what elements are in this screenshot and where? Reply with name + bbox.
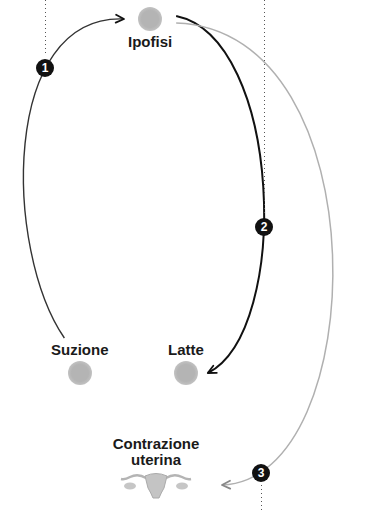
callout-number: 2: [255, 218, 273, 236]
gland-dot: [68, 361, 92, 385]
output-node: Latte: [166, 340, 206, 390]
organ-node: Contrazione uterina: [92, 434, 220, 502]
connector: [176, 16, 264, 373]
uterus-illustration: [116, 470, 196, 500]
uterus-part: [176, 483, 188, 490]
uterus-part: [166, 475, 191, 479]
gland-node: Ipofisi: [126, 2, 174, 52]
callout-number: 3: [252, 464, 270, 482]
leader-line: [264, 0, 265, 215]
leader-line: [45, 0, 46, 56]
arrowhead: [116, 15, 124, 23]
connector: [23, 15, 124, 338]
arrowhead: [222, 481, 230, 489]
leader-line: [261, 485, 262, 510]
stimulus-node: Suzione: [49, 340, 111, 390]
connector-line: [176, 23, 333, 485]
uterus-part: [124, 483, 136, 490]
connector: [176, 23, 333, 489]
uterus-part: [121, 475, 146, 479]
arrowhead: [208, 366, 217, 373]
node-label: Latte: [168, 342, 204, 358]
node-label: Suzione: [51, 342, 109, 358]
callout-number: 1: [36, 59, 54, 77]
uterus-part: [145, 474, 167, 499]
gland-dot: [174, 361, 198, 385]
connector-line: [23, 19, 124, 338]
node-label: Ipofisi: [128, 34, 172, 50]
connector-line: [176, 16, 264, 373]
node-label: Contrazione uterina: [94, 436, 218, 468]
gland-dot: [138, 7, 162, 31]
